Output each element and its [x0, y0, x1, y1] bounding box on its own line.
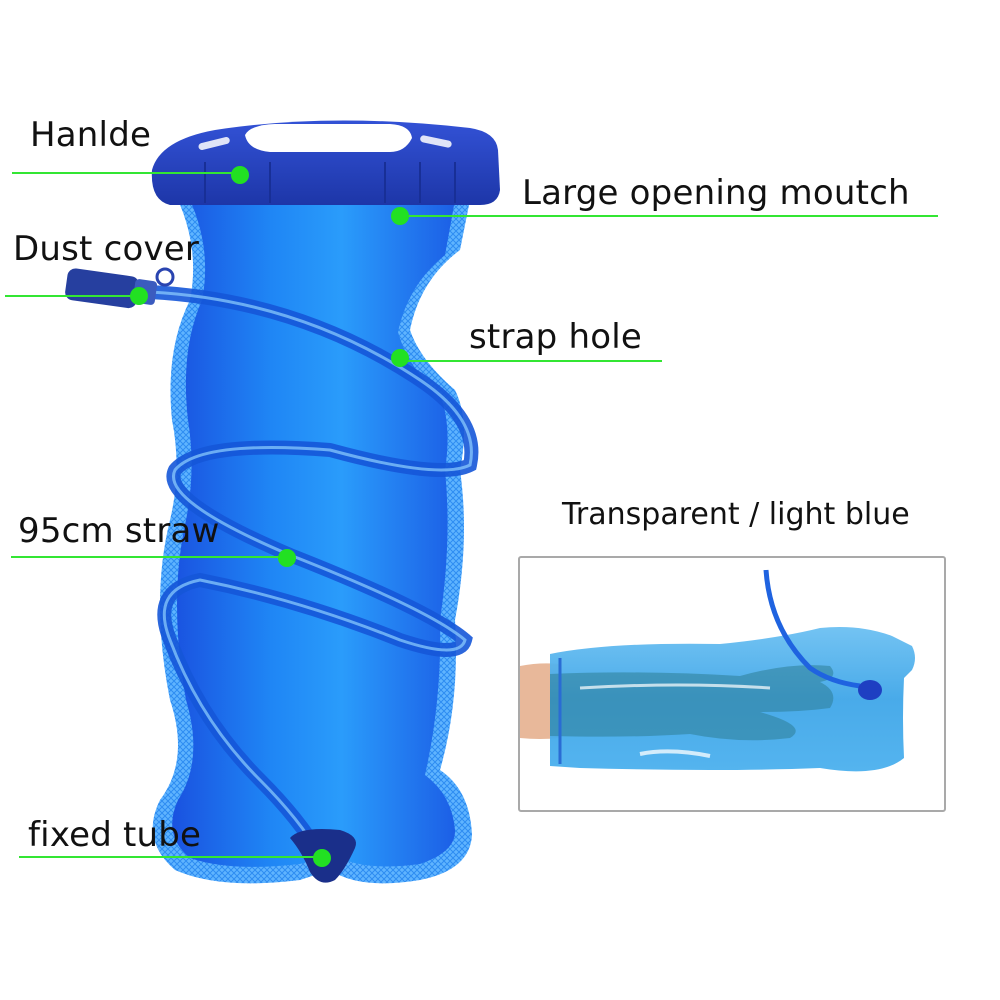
handle-grip-hole — [245, 124, 412, 152]
callout-dot-strap-hole — [391, 349, 409, 367]
bladder-body — [172, 200, 456, 867]
callout-dot-straw — [278, 549, 296, 567]
callout-dot-large-opening — [391, 207, 409, 225]
callout-label-straw: 95cm straw — [18, 511, 220, 551]
hand-inside-bag — [550, 665, 834, 741]
callout-line-fixed-tube — [19, 856, 321, 858]
callout-line-dust-cover — [5, 295, 138, 297]
callout-label-handle: Hanlde — [30, 115, 152, 155]
callout-label-dust-cover: Dust cover — [13, 229, 200, 269]
callout-dot-dust-cover — [130, 287, 148, 305]
inset-photo-frame — [518, 556, 946, 812]
callout-label-strap-hole: strap hole — [469, 317, 642, 357]
inset-title: Transparent / light blue — [562, 497, 910, 532]
callout-line-straw — [11, 556, 287, 558]
callout-line-large-opening — [400, 215, 938, 217]
tube-connector — [858, 680, 882, 700]
callout-dot-fixed-tube — [313, 849, 331, 867]
transparent-bladder-photo — [520, 569, 915, 772]
callout-line-handle — [12, 172, 240, 174]
callout-label-large-opening: Large opening moutch — [522, 173, 910, 213]
callout-line-strap-hole — [400, 360, 662, 362]
bag-drink-tube — [763, 569, 861, 689]
callout-dot-handle — [231, 166, 249, 184]
callout-label-fixed-tube: fixed tube — [28, 815, 202, 855]
spiral-straw — [143, 285, 479, 862]
